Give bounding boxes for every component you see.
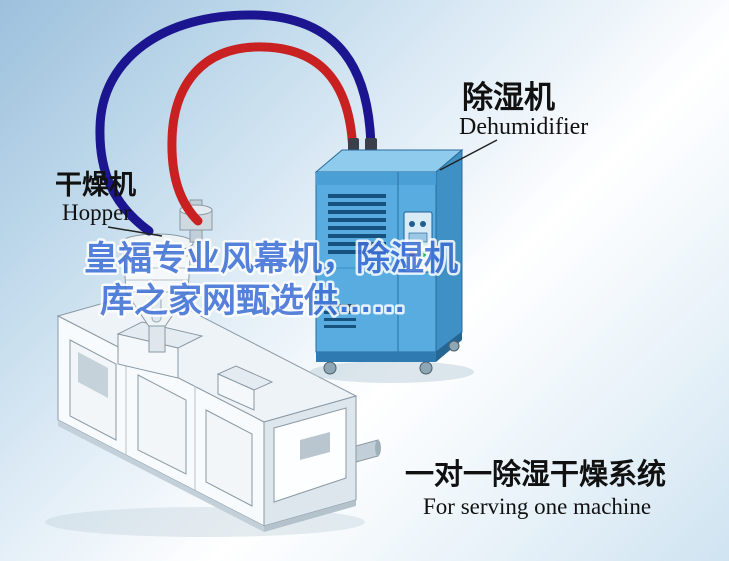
watermark-line2: 库之家网甄选供…… (100, 282, 406, 320)
dehumidifier-machine (310, 138, 474, 383)
dehumidifier-control-panel (403, 211, 433, 273)
hopper-machine (120, 199, 213, 353)
caption-cn: 一对一除湿干燥系统 (405, 457, 666, 491)
dry-air-pipe-red (167, 42, 358, 226)
extruder-door-panel (205, 409, 253, 507)
extruder-end-vent (300, 432, 330, 460)
return-air-pipe-blue (95, 10, 376, 236)
extruder-vent (78, 352, 108, 398)
dehumidifier-vents (324, 194, 386, 328)
extruder-door-panel (137, 374, 187, 475)
dehumidifier-label-cn: 除湿机 (462, 80, 555, 115)
extruder-machine (45, 289, 381, 537)
caption-en: For serving one machine (423, 494, 651, 519)
hopper-sight-glass (151, 295, 162, 323)
dehumidifier-shadow (310, 361, 474, 383)
hopper-label-en: Hopper (62, 200, 131, 225)
watermark-line1: 皇福专业风幕机，除湿机 (84, 239, 458, 278)
extruder-die (355, 439, 379, 463)
watermark: 皇福专业风幕机，除湿机 库之家网甄选供…… (82, 237, 461, 323)
dehumidifier-casters (323, 340, 460, 375)
hopper-leader-line (107, 226, 163, 237)
dehumidifier-leader-line (439, 139, 498, 171)
hopper-label-cn: 干燥机 (55, 170, 136, 200)
dehumidifier-label-en: Dehumidifier (459, 114, 588, 140)
